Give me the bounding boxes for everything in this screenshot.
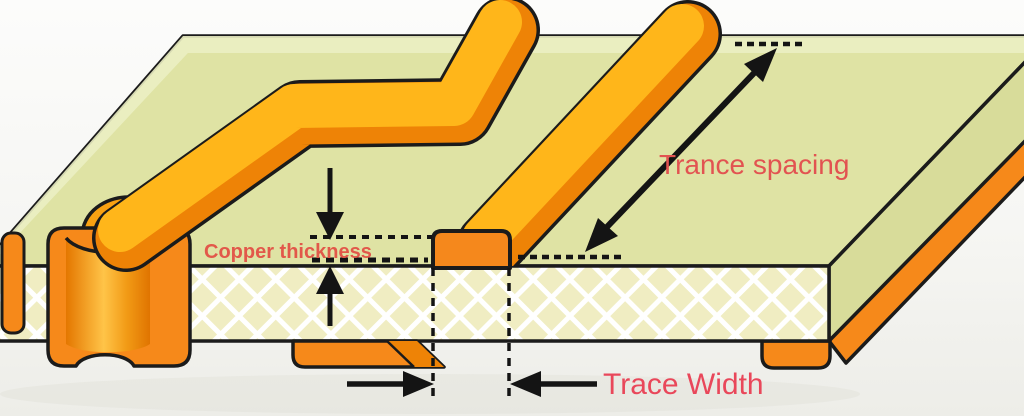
bottom-copper-foot bbox=[760, 339, 832, 370]
copper-thickness-up-arrow-head bbox=[316, 266, 344, 294]
copper-thickness-down-arrow-head bbox=[316, 212, 344, 240]
trace-width-right-arrow-head bbox=[510, 371, 541, 397]
trace-width-label: Trace Width bbox=[603, 368, 764, 401]
bottom-trace-end-facet bbox=[387, 341, 444, 367]
copper-thickness-label: Copper thickness bbox=[204, 241, 372, 263]
via-left-wall bbox=[0, 231, 26, 335]
annotation-lines bbox=[310, 41, 803, 402]
trace-spacing-arrow bbox=[585, 48, 777, 252]
trace1-top-face bbox=[98, 0, 522, 252]
trace2-top-face bbox=[462, 4, 704, 260]
bottom-trace bbox=[291, 339, 446, 369]
trace-width-left-arrow-head bbox=[403, 371, 434, 397]
copper-thickness-arrows bbox=[316, 168, 344, 326]
bottom-copper-edge-strip bbox=[827, 139, 1024, 365]
trace2-cross-section bbox=[431, 229, 512, 270]
trace-spacing-arrow-shaft bbox=[603, 68, 759, 231]
trace-spacing-label: Trance spacing bbox=[659, 149, 849, 180]
top-trace-2 bbox=[456, 0, 722, 266]
board-shadow bbox=[0, 374, 860, 414]
trace-spacing-arrow-head-upper bbox=[744, 48, 777, 82]
top-trace-1 bbox=[92, 0, 540, 272]
bottom-trace-facet-line bbox=[386, 340, 415, 368]
trace-width-arrows bbox=[347, 371, 597, 397]
trace-spacing-arrow-head-lower bbox=[585, 218, 618, 252]
